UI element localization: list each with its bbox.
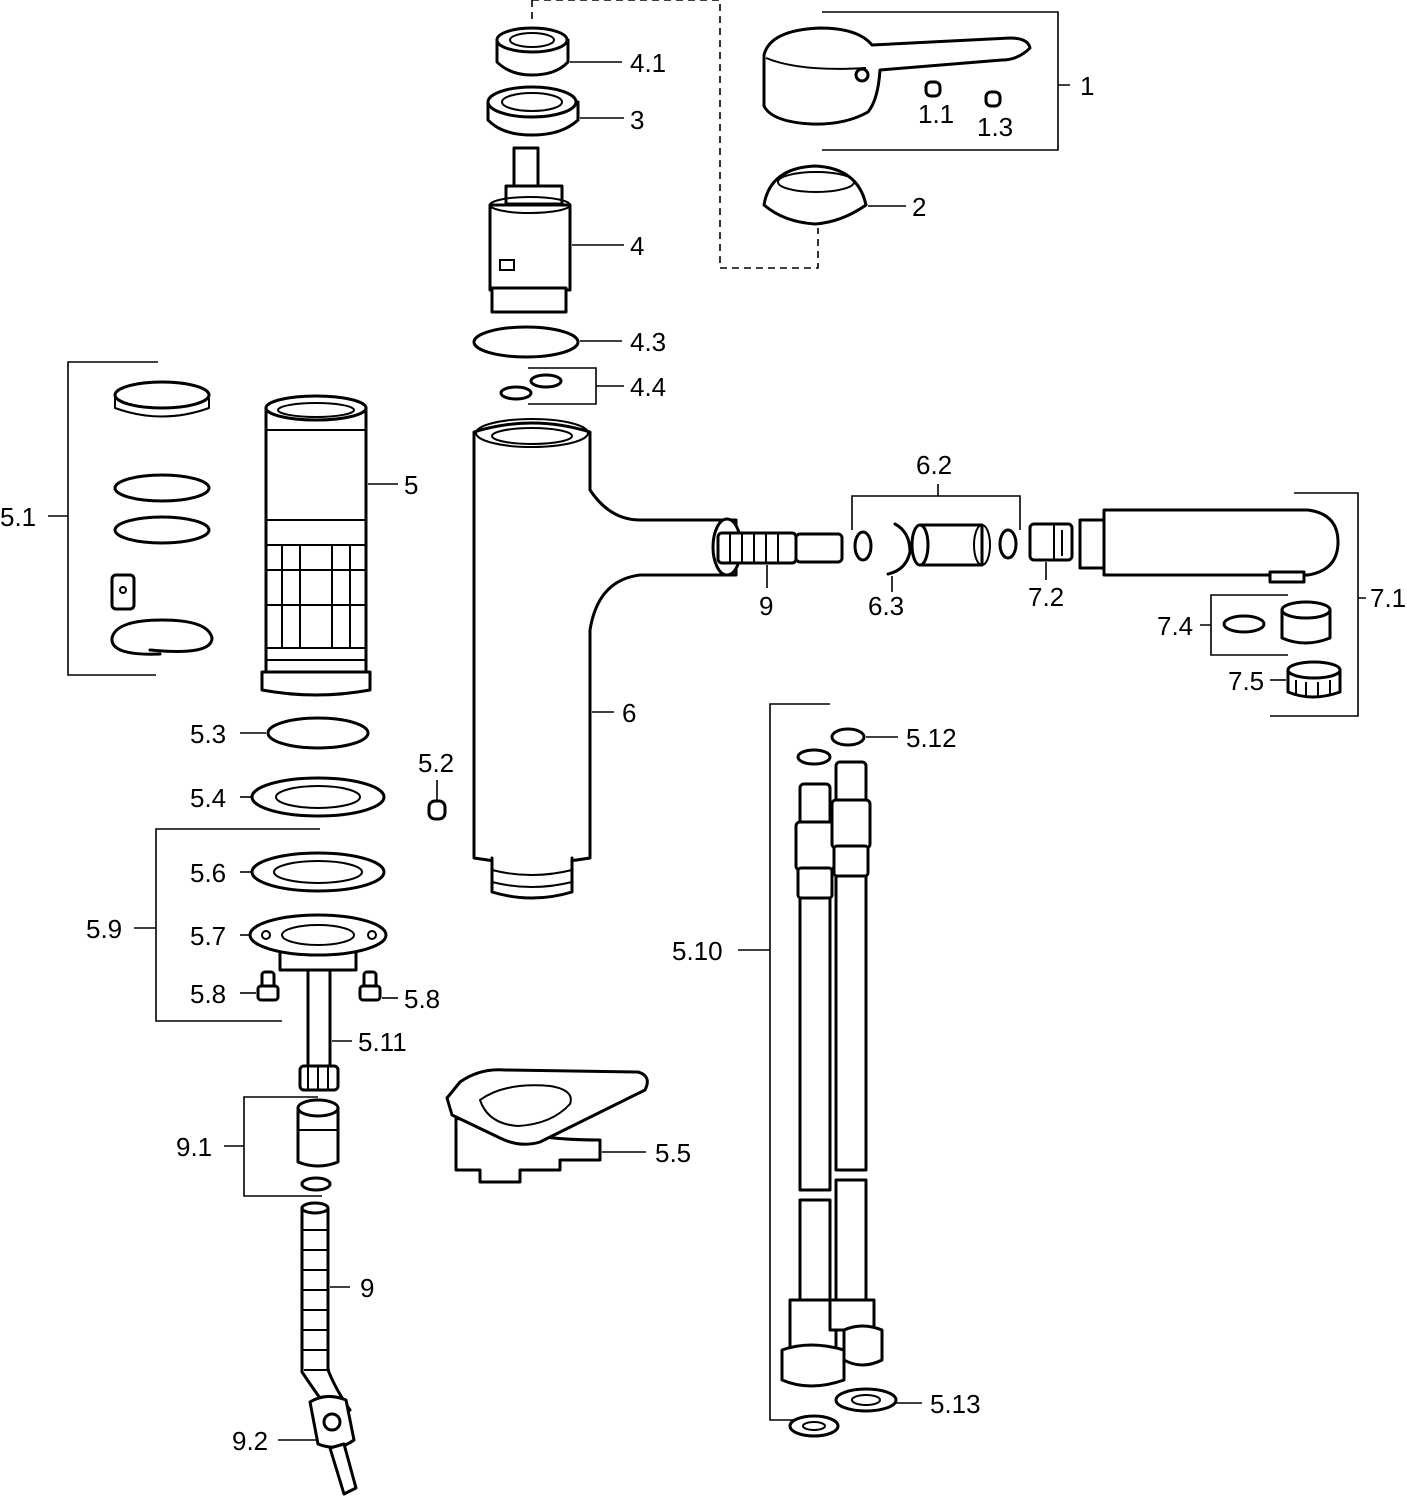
label-6-2: 6.2 [916,450,952,480]
spray-head-7-1 [1078,508,1340,584]
label-7-4: 7.4 [1157,611,1193,641]
o-ring-4-3 [472,325,580,359]
label-5-4: 5.4 [190,783,226,813]
seal-6-2-b [998,528,1018,560]
circlip-6-3 [886,522,912,576]
seal-5-12 [830,727,866,747]
label-4-4: 4.4 [630,372,666,402]
connector-7-2 [1028,522,1074,562]
label-1: 1 [1080,71,1094,101]
label-7-5: 7.5 [1228,666,1264,696]
supply-hose-5-10-left [780,782,846,1388]
supply-hose-5-10-right [828,760,884,1367]
adapter-ring-4-1 [495,26,570,77]
label-5-13: 5.13 [930,1389,981,1419]
label-1-3: 1.3 [977,112,1013,142]
washers-5-13 [788,1387,898,1438]
flexible-hose-9 [300,1201,352,1422]
bracket-4-4 [528,367,624,405]
label-5: 5 [404,470,418,500]
label-9-1: 9.1 [176,1132,212,1162]
seals-set-5-1 [110,380,214,656]
mixer-body-6 [472,418,743,900]
label-9-2: 9.2 [232,1426,268,1456]
aerator-7-4 [1280,600,1332,645]
label-5-5: 5.5 [655,1138,691,1168]
label-3: 3 [630,105,644,135]
sleeve-6-2 [910,523,991,567]
label-5-1: 5.1 [0,502,36,532]
label-5-8-right: 5.8 [404,984,440,1014]
label-7-1: 7.1 [1370,583,1406,613]
screw-5-8-right [358,970,382,1002]
bracket-7-4 [1200,594,1288,656]
label-4-1: 4.1 [630,48,666,78]
label-6-3: 6.3 [868,591,904,621]
label-6: 6 [622,698,636,728]
bracket-7-1 [1270,492,1366,717]
label-5-12: 5.12 [906,723,957,753]
washer-5-6 [250,851,386,893]
elbow-9-2 [308,1395,358,1496]
label-5-8-left: 5.8 [190,979,226,1009]
seal-5-10-top [796,748,832,766]
label-4: 4 [630,231,644,261]
handle-group-dashed-outline [531,0,819,269]
label-5-9: 5.9 [86,914,122,944]
lever-handle-part [762,26,1032,126]
label-1-1: 1.1 [918,99,954,129]
label-5-7: 5.7 [190,921,226,951]
adapter-9-1 [296,1098,340,1192]
label-9-top: 9 [759,591,773,621]
bracket-6-2 [851,484,1021,530]
bracket-5-1 [48,361,158,676]
bracket-9-1 [224,1096,322,1197]
washer-5-4 [250,776,386,818]
label-5-11: 5.11 [358,1027,407,1057]
label-4-3: 4.3 [630,327,666,357]
hose-connector-9-top [716,531,844,565]
aerator-insert-7-5 [1286,660,1342,699]
label-5-3: 5.3 [190,719,226,749]
label-9-bottom: 9 [360,1273,374,1303]
cartridge-4 [488,146,572,314]
label-2: 2 [912,192,926,222]
grub-screw-1-3 [984,90,1002,108]
label-5-2: 5.2 [418,748,454,778]
grub-screw-1-1 [924,80,942,98]
seals-4-4 [499,373,563,401]
threaded-rod-5-11 [298,968,340,1092]
grub-screw-5-2 [427,799,447,821]
seal-7-4 [1222,614,1266,634]
fixing-nut-5-5 [445,1068,649,1184]
handle-cap-part [762,164,868,226]
seal-6-2-a [853,530,873,562]
mixing-cylinder-5 [260,394,372,697]
mounting-plate-5-7 [248,913,388,972]
label-5-6: 5.6 [190,858,226,888]
screw-5-8-left [256,970,280,1002]
cartridge-nut-3 [486,85,580,137]
bracket-1 [822,11,1070,151]
label-5-10: 5.10 [672,936,723,966]
label-7-2: 7.2 [1028,582,1064,612]
bracket-5-9 [134,828,320,1022]
o-ring-5-3 [266,716,370,750]
